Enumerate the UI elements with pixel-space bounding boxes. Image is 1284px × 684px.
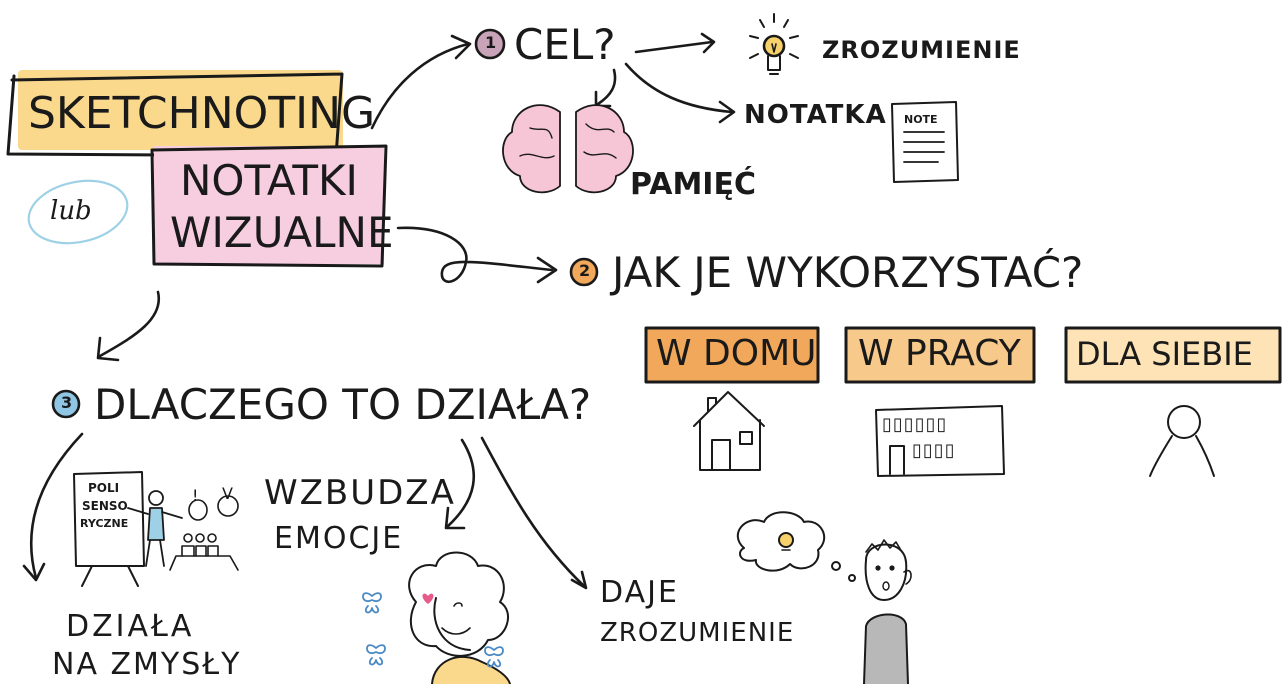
heart-eye-icon (422, 593, 434, 604)
sketchnoting-box (6, 70, 344, 158)
label-wzbudza: WZBUDZA (264, 473, 456, 513)
lub-oval (27, 179, 129, 245)
box-label-w-domu: W DOMU (656, 333, 817, 374)
board-text-ryczne: RYCZNE (80, 517, 129, 530)
notatki-wizualne-box (150, 144, 388, 268)
arrow-cel-to-notatka (624, 62, 736, 124)
w-domu-box (644, 326, 820, 384)
woman-face-icon (408, 551, 511, 684)
bubble-check: V (222, 484, 233, 503)
label-notatka: NOTATKA (744, 100, 887, 130)
number-1: 1 (485, 33, 497, 52)
box-label-w-pracy: W PRACY (858, 333, 1021, 374)
title-sketchnoting: SKETCHNOTING (28, 88, 376, 139)
arrow-cel-to-zrozumienie (634, 32, 716, 54)
title-notatki: NOTATKI (180, 156, 358, 205)
number-3: 3 (61, 393, 73, 412)
audience-icon (169, 495, 239, 571)
number-2-circle (569, 257, 599, 287)
presentation-board-icon (73, 471, 145, 587)
office-building-icon (875, 405, 1005, 477)
w-pracy-box (844, 326, 1036, 384)
label-zrozumienie-3: ZROZUMIENIE (600, 618, 795, 648)
note-card-text: NOTE (904, 113, 938, 126)
box-label-dla-siebie: DLA SIEBIE (1076, 335, 1253, 373)
house-icon (693, 391, 765, 471)
arrow-to-jak (396, 226, 558, 284)
lightbulb-icon (749, 13, 799, 75)
label-na-zmysly: NA ZMYSŁY (52, 647, 242, 682)
heading-jak-je-wykorzystac: JAK JE WYKORZYSTAĆ? (612, 248, 1084, 297)
arrow-to-daje-zrozumienie (480, 436, 588, 590)
label-pamiec: PAMIĘĆ (630, 167, 756, 202)
butterfly-icon (484, 646, 504, 668)
board-text-senso: SENSO (82, 499, 128, 513)
brain-icon (502, 104, 634, 194)
person-icon (1149, 405, 1215, 477)
number-3-circle (51, 389, 81, 419)
teacher-icon (127, 490, 183, 567)
heading-cel: CEL? (514, 20, 616, 69)
building-windows-bottom: ▯▯▯▯ (912, 440, 956, 461)
number-1-circle (474, 28, 506, 60)
label-lub: lub (50, 196, 92, 226)
thought-bubble-icon (736, 511, 856, 582)
note-card-icon (891, 101, 959, 183)
butterfly-icon (366, 644, 386, 666)
arrow-cel-to-pamiec (594, 68, 617, 108)
bubble-exclamation: ! (192, 486, 199, 505)
arrow-to-dziala-na-zmysly (22, 432, 84, 582)
dla-siebie-box (1064, 326, 1282, 384)
label-emocje: EMOCJE (274, 521, 404, 556)
arrow-to-wzbudza-emocje (444, 438, 475, 530)
label-daje: DAJE (600, 575, 679, 610)
arrow-to-cel (370, 34, 472, 130)
label-zrozumienie: ZROZUMIENIE (822, 36, 1021, 64)
title-wizualne: WIZUALNE (170, 208, 394, 257)
arrow-to-dlaczego (96, 290, 161, 362)
building-windows-top: ▯▯▯▯▯▯ (882, 414, 948, 435)
label-dziala: DZIAŁA (66, 609, 195, 644)
board-text-poli: POLI (88, 481, 120, 495)
thinking-boy-icon (863, 539, 912, 684)
number-2: 2 (579, 261, 591, 280)
heading-dlaczego-to-dziala: DLACZEGO TO DZIAŁA? (94, 380, 592, 429)
butterfly-icon (362, 592, 382, 614)
